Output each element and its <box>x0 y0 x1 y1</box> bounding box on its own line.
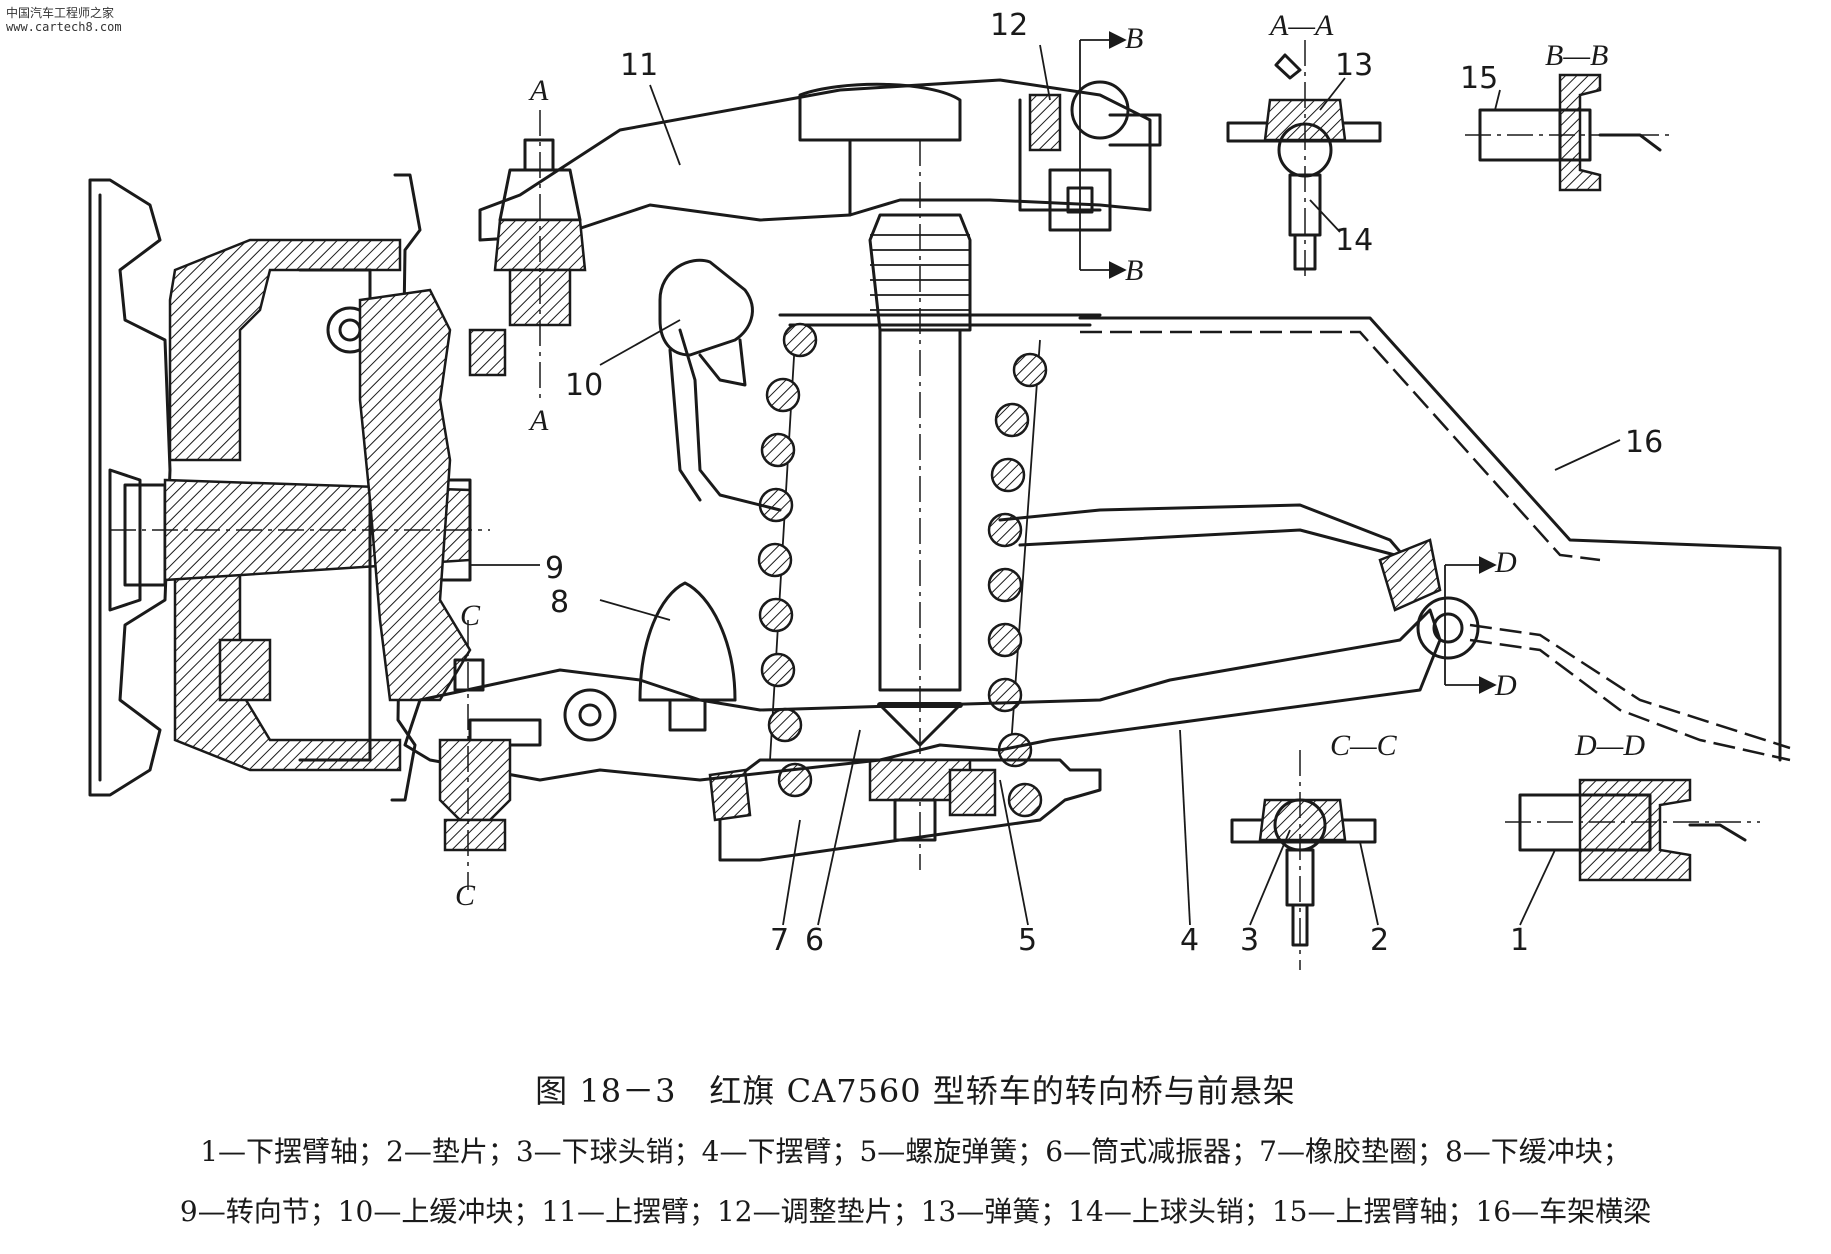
upper-control-arm <box>478 78 1162 242</box>
part-label-4: 4 <box>1180 923 1199 958</box>
section-mark-C-top: C <box>460 599 481 632</box>
lower-ball-joint <box>438 620 512 890</box>
section-mark-A-bottom: A <box>528 404 549 437</box>
part-label-9: 9 <box>545 551 564 586</box>
figure-legend-line-1: 1—下摆臂轴；2—垫片；3—下球头销；4—下摆臂；5—螺旋弹簧；6—筒式减振器；… <box>200 1135 1631 1168</box>
section-mark-D-top: D <box>1494 546 1517 579</box>
section-mark-B-top: B <box>1125 22 1143 55</box>
lower-spring-seat <box>708 758 1102 862</box>
lower-arm-pivot <box>1378 538 1480 660</box>
inset-section-AA <box>1226 40 1382 280</box>
watermark-site-name: 中国汽车工程师之家 <box>6 6 115 20</box>
part-label-6: 6 <box>805 923 824 958</box>
part-label-11: 11 <box>620 48 658 83</box>
leader-lines <box>470 44 1621 926</box>
part-label-1: 1 <box>1510 923 1529 958</box>
part-label-7: 7 <box>770 923 789 958</box>
figure-title: 图 18－3 红旗 CA7560 型轿车的转向桥与前悬架 <box>535 1072 1296 1110</box>
lower-bump-stop <box>638 581 737 732</box>
section-mark-C-bottom: C <box>455 879 476 912</box>
section-title-DD: D—D <box>1574 729 1645 762</box>
inset-section-BB <box>1465 73 1670 192</box>
section-marks: A A B B C C D D A—A B—B C—C D—D <box>455 9 1645 912</box>
watermark: 中国汽车工程师之家 www.cartech8.com <box>6 6 122 34</box>
section-mark-B-bottom: B <box>1125 254 1143 287</box>
part-label-15: 15 <box>1460 61 1498 96</box>
section-title-BB: B—B <box>1545 39 1608 72</box>
section-title-AA: A—A <box>1268 9 1334 42</box>
part-label-16: 16 <box>1625 425 1663 460</box>
part-label-5: 5 <box>1018 923 1037 958</box>
part-label-3: 3 <box>1240 923 1259 958</box>
frame-crossmember <box>1078 316 1791 762</box>
inset-section-CC <box>1230 750 1377 970</box>
spring-coil-sections-right <box>987 352 1048 818</box>
section-title-CC: C—C <box>1330 729 1398 762</box>
inset-section-DD <box>1505 778 1760 882</box>
section-mark-D-bottom: D <box>1494 669 1517 702</box>
lower-control-arm <box>403 503 1442 782</box>
watermark-url: www.cartech8.com <box>6 20 122 34</box>
part-label-10: 10 <box>565 368 603 403</box>
upper-bump-stop <box>658 258 782 512</box>
figure-legend-line-2: 9—转向节；10—上缓冲块；11—上摆臂；12—调整垫片；13—弹簧；14—上球… <box>179 1195 1652 1228</box>
part-label-12: 12 <box>990 8 1028 43</box>
section-cut-lines <box>1079 31 1497 694</box>
steering-knuckle <box>110 288 490 702</box>
section-mark-A-top: A <box>528 74 549 107</box>
upper-ball-joint <box>468 110 587 400</box>
spring-coil-sections-left <box>757 322 818 798</box>
part-label-2: 2 <box>1370 923 1389 958</box>
part-label-8: 8 <box>550 585 569 620</box>
part-label-14: 14 <box>1335 223 1373 258</box>
part-labels: 1 2 3 4 5 6 7 8 9 10 11 12 13 14 15 16 <box>545 8 1663 958</box>
part-label-13: 13 <box>1335 48 1373 83</box>
